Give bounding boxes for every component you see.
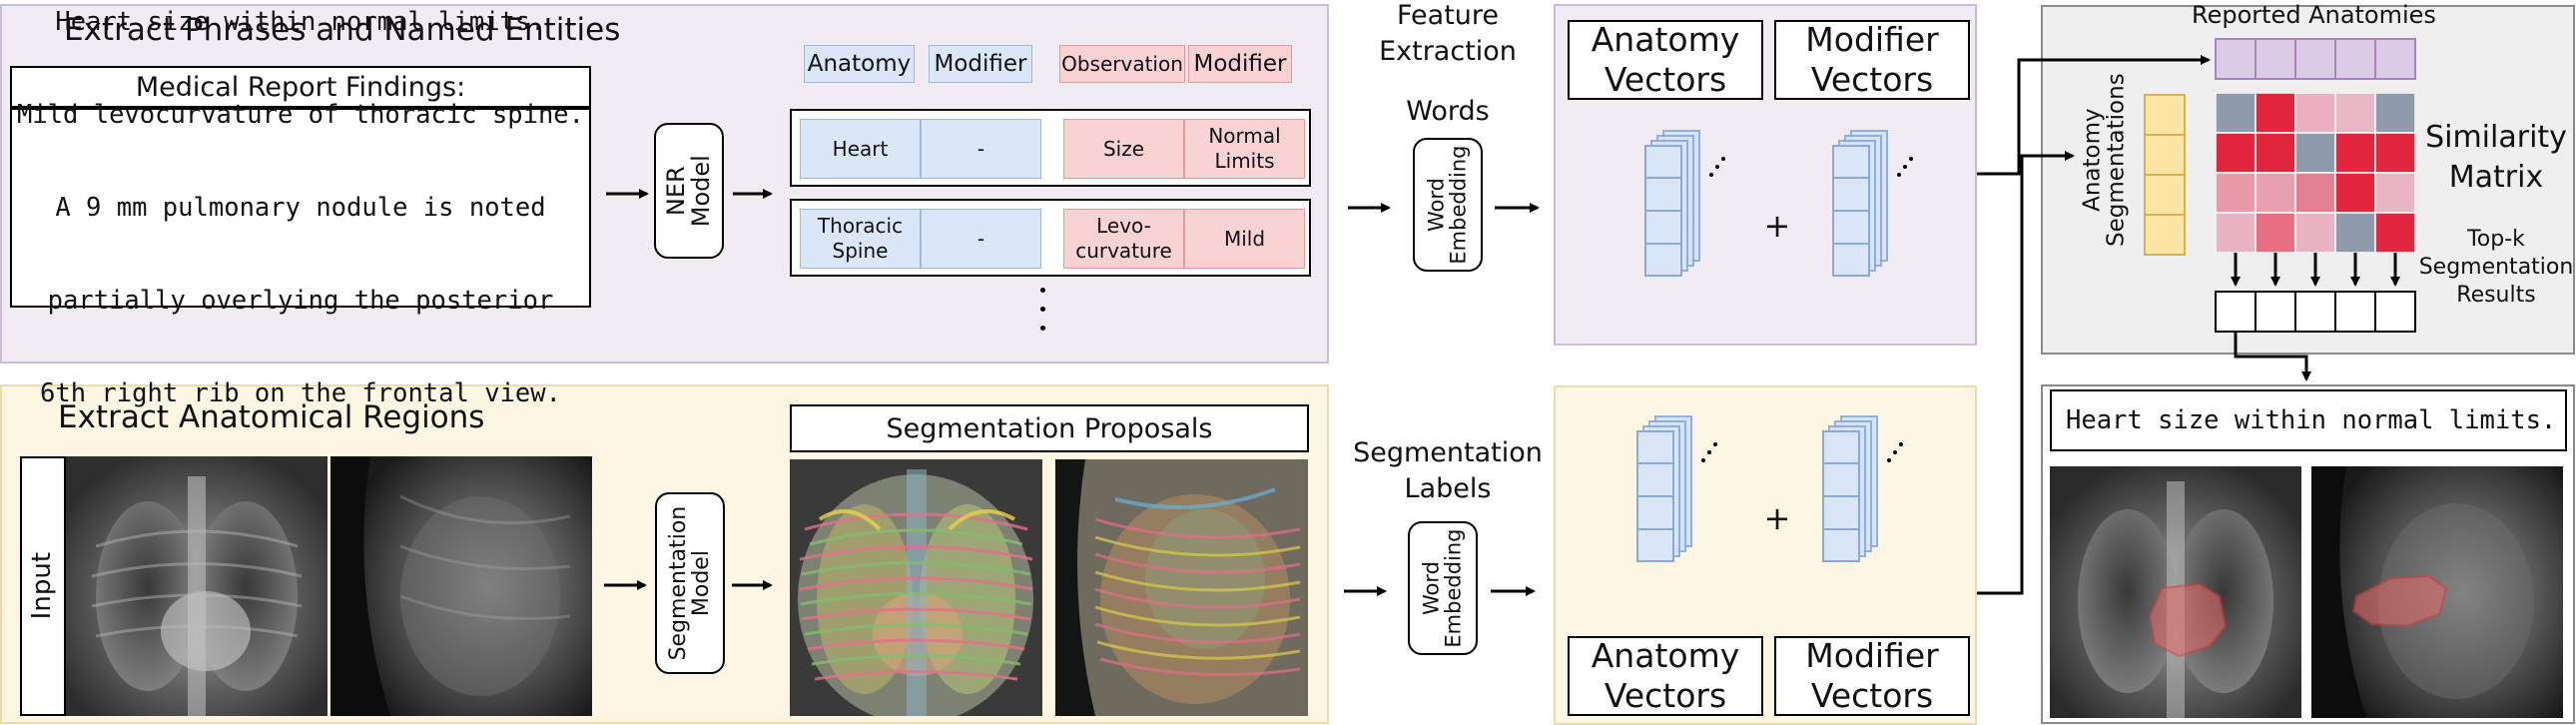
topk-label: Top-k Segmentation Results — [2418, 227, 2574, 308]
matrix-cell — [2254, 212, 2296, 253]
entity-observation-modifier: Normal Limits — [1184, 119, 1305, 179]
report-line: partially overlying the posterior — [47, 285, 554, 316]
proposals-frontal-image — [790, 459, 1042, 716]
matrix-cell — [2216, 172, 2256, 214]
entity-row: Thoracic Spine - Levo- curvature Mild — [790, 199, 1311, 277]
matrix-cell — [2334, 93, 2376, 134]
matrix-cell — [2294, 93, 2336, 134]
result-frontal-xray — [2050, 466, 2301, 718]
report-line: 6th right rib on the frontal view. — [40, 377, 561, 408]
matrix-cell — [2216, 212, 2256, 253]
anatomy-vectors-box-top: Anatomy Vectors — [1568, 20, 1763, 100]
ner-model-box: NER Model — [654, 123, 724, 259]
matrix-cell — [2254, 172, 2296, 214]
segmentation-proposals-label: Segmentation Proposals — [886, 412, 1213, 444]
anatomy-segmentations-label-wrap: Anatomy Segmentations — [2075, 70, 2135, 250]
matrix-cell — [2216, 93, 2256, 134]
entity-modifier: - — [921, 209, 1041, 269]
legend-observation: Observation — [1059, 45, 1185, 83]
ner-title: Extract Phrases and Named Entities — [64, 12, 621, 48]
entity-observation: Size — [1063, 119, 1184, 179]
word-embedding-label-top: Word Embedding — [1424, 145, 1472, 265]
report-text: Heart size within normal limits. Mild le… — [17, 0, 584, 471]
report-line: Heart size within normal limits. — [55, 6, 546, 37]
matrix-cell — [2374, 172, 2415, 214]
legend-anatomy: Anatomy — [804, 45, 915, 83]
entity-row: Heart - Size Normal Limits — [790, 109, 1311, 187]
result-sentence: Heart size within normal limits. — [2066, 405, 2557, 435]
words-label: Words — [1406, 96, 1490, 127]
matrix-cell — [2334, 172, 2376, 214]
input-lateral-xray — [330, 456, 592, 716]
report-line: A 9 mm pulmonary nodule is noted — [55, 192, 546, 223]
word-embedding-label-bottom: Word Embedding — [1419, 528, 1467, 648]
matrix-cell — [2374, 132, 2415, 174]
matrix-cell — [2294, 172, 2336, 214]
segmentation-title: Extract Anatomical Regions — [58, 399, 485, 435]
segmentation-model-label: Segmentation Model — [665, 505, 714, 661]
word-embedding-box-bottom: Word Embedding — [1408, 521, 1478, 655]
input-label-box: Input — [20, 456, 66, 716]
report-text-box: Heart size within normal limits. Mild le… — [10, 7, 591, 408]
input-label: Input — [27, 552, 58, 620]
report-header-text: Medical Report Findings: — [135, 71, 466, 103]
similarity-matrix-label: Similarity Matrix — [2425, 120, 2567, 195]
similarity-matrix — [2216, 93, 2415, 253]
anatomy-vectors-label: Anatomy Vectors — [1591, 636, 1740, 715]
result-sentence-box: Heart size within normal limits. — [2050, 389, 2567, 451]
word-embedding-box-top: Word Embedding — [1413, 138, 1483, 272]
matrix-cell — [2334, 132, 2376, 174]
anatomy-segmentations-label: Anatomy Segmentations — [2079, 73, 2131, 247]
entity-observation-modifier: Mild — [1184, 209, 1305, 269]
plus-sign-bottom: + — [1763, 499, 1791, 537]
anatomy-vectors-label: Anatomy Vectors — [1591, 20, 1740, 99]
matrix-cell — [2334, 212, 2376, 253]
legend-modifier: Modifier — [929, 45, 1032, 83]
plus-sign-top: + — [1763, 207, 1791, 245]
more-rows-ellipsis — [1040, 288, 1046, 340]
ner-model-label: NER Model — [661, 154, 715, 228]
matrix-cell — [2254, 93, 2296, 134]
matrix-cell — [2294, 212, 2336, 253]
matrix-cell — [2294, 132, 2336, 174]
entity-anatomy: Thoracic Spine — [800, 209, 921, 269]
report-header: Medical Report Findings: — [10, 66, 591, 108]
segmentation-model-box: Segmentation Model — [655, 492, 725, 674]
matrix-cell — [2216, 132, 2256, 174]
anatomy-vectors-box-bottom: Anatomy Vectors — [1568, 636, 1763, 716]
modifier-vectors-label: Modifier Vectors — [1805, 636, 1939, 715]
modifier-vectors-box-bottom: Modifier Vectors — [1774, 636, 1970, 716]
input-frontal-xray — [66, 456, 327, 716]
segmentation-labels-label: Segmentation Labels — [1353, 437, 1543, 504]
report-line: Mild levocurvature of thoracic spine. — [16, 99, 585, 130]
matrix-cell — [2374, 93, 2415, 134]
reported-anatomies-label: Reported Anatomies — [2192, 1, 2436, 29]
modifier-vectors-label: Modifier Vectors — [1805, 20, 1939, 99]
entity-observation: Levo- curvature — [1063, 209, 1184, 269]
matrix-cell — [2374, 212, 2415, 253]
legend-observation-modifier: Modifier — [1188, 45, 1292, 83]
entity-anatomy: Heart — [800, 119, 921, 179]
proposals-lateral-image — [1055, 459, 1308, 716]
feature-extraction-title: Feature Extraction — [1379, 0, 1517, 67]
entity-modifier: - — [921, 119, 1041, 179]
modifier-vectors-box-top: Modifier Vectors — [1774, 20, 1970, 100]
result-lateral-xray — [2311, 466, 2563, 718]
matrix-cell — [2254, 132, 2296, 174]
segmentation-proposals-header: Segmentation Proposals — [790, 404, 1309, 452]
